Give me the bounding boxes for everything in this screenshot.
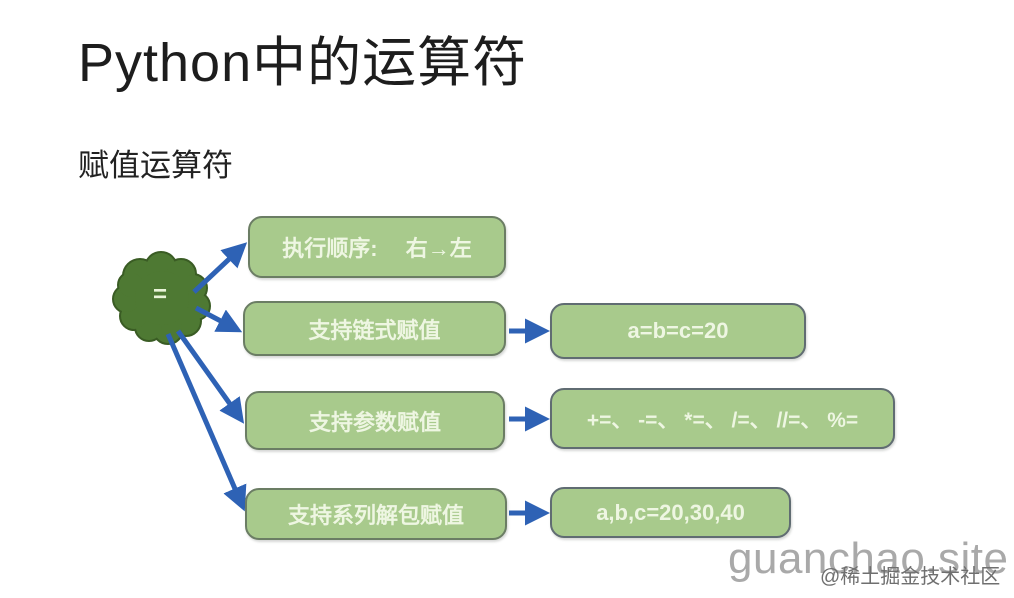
example-value: a=b=c=20 bbox=[627, 318, 729, 343]
watermark-site: guanchao.site bbox=[728, 534, 1009, 583]
example-box-unpacking-assignment: a,b,c=20,30,40 bbox=[550, 487, 791, 538]
arrow-cloud-to-row4 bbox=[165, 333, 247, 512]
feature-label: 支持链式赋值 bbox=[308, 317, 441, 343]
arrow-cloud-to-row3 bbox=[175, 329, 245, 424]
example-box-augmented-assignment: +=、 -=、 *=、 /=、 //=、 %= bbox=[550, 388, 895, 449]
cloud-equals-label: = bbox=[152, 281, 167, 308]
feature-label: 支持参数赋值 bbox=[308, 409, 441, 435]
example-value: a,b,c=20,30,40 bbox=[596, 499, 745, 525]
feature-box-augmented-assignment: 支持参数赋值 bbox=[245, 391, 505, 450]
feature-label: 支持系列解包赋值 bbox=[287, 503, 464, 528]
example-box-chained-assignment: a=b=c=20 bbox=[550, 303, 806, 359]
example-value: +=、 -=、 *=、 /=、 //=、 %= bbox=[586, 408, 859, 432]
feature-label: 执行顺序: 右→左 bbox=[282, 236, 472, 261]
slide-subtitle: 赋值运算符 bbox=[78, 148, 233, 183]
feature-box-unpacking-assignment: 支持系列解包赋值 bbox=[245, 488, 507, 540]
arrow-cloud-to-row1 bbox=[192, 242, 248, 294]
feature-box-exec-order: 执行顺序: 右→左 bbox=[248, 216, 506, 278]
feature-box-chained-assignment: 支持链式赋值 bbox=[243, 301, 506, 356]
slide-title: Python中的运算符 bbox=[78, 33, 528, 93]
watermark-community: @稀土掘金技术社区 bbox=[820, 566, 1001, 588]
arrow-cloud-to-row2 bbox=[194, 305, 243, 333]
